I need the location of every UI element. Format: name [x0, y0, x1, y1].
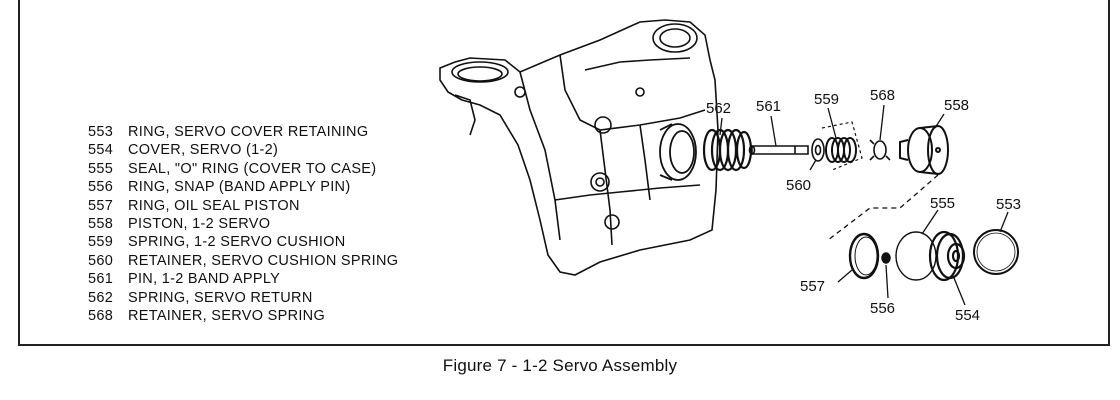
legend-number: 553 [88, 124, 114, 140]
servo-cushion-spring [821, 121, 863, 171]
callout-562: 562 [706, 100, 731, 117]
legend-number: 562 [88, 289, 114, 306]
callout-557: 557 [800, 278, 825, 295]
figure-caption: Figure 7 - 1-2 Servo Assembly [442, 356, 678, 375]
legend-number: 558 [88, 216, 114, 233]
legend-row-562: 562 SPRING, SERVO RETURN [88, 289, 398, 307]
legend-description: SEAL, "O" RING (COVER TO CASE) [128, 160, 377, 177]
legend-number: 561 [88, 271, 114, 288]
legend-description: RETAINER, SERVO SPRING [128, 308, 326, 325]
assembly-guide-line [827, 174, 939, 241]
legend-number: 568 [88, 308, 114, 325]
band-pin-snap-ring [881, 252, 891, 264]
legend-number: 560 [88, 252, 114, 269]
legend-description: SPRING, 1-2 SERVO CUSHION [128, 234, 346, 251]
servo-return-spring [702, 128, 753, 172]
legend-description: PIN, 1-2 BAND APPLY [128, 271, 281, 288]
legend-number: 559 [88, 234, 114, 251]
cushion-spring-retainer [811, 138, 825, 162]
band-apply-pin [748, 145, 809, 155]
legend-row-561: 561 PIN, 1-2 BAND APPLY [88, 270, 398, 288]
oil-seal-ring [848, 232, 880, 280]
legend-row-559: 559 SPRING, 1-2 SERVO CUSHION [88, 233, 398, 251]
callout-554: 554 [955, 307, 980, 324]
cover-retaining-ring [973, 229, 1019, 275]
callout-568: 568 [870, 87, 895, 104]
legend-description: RING, SNAP (BAND APPLY PIN) [128, 179, 351, 196]
legend-number: 554 [88, 142, 114, 159]
legend-row-554: 554 COVER, SERVO (1-2) [88, 141, 398, 159]
callout-561: 561 [756, 98, 781, 115]
servo-bore [659, 123, 697, 181]
legend-number: 555 [88, 160, 114, 177]
servo-spring-retainer [869, 139, 891, 161]
leader-lines [719, 104, 1009, 306]
legend-description: COVER, SERVO (1-2) [128, 142, 279, 159]
legend-row-568: 568 RETAINER, SERVO SPRING [88, 307, 398, 325]
parts-legend: 553 RING, SERVO COVER RETAINING 554 COVER,… [88, 123, 398, 325]
legend-row-556: 556 RING, SNAP (BAND APPLY PIN) [88, 178, 398, 196]
callout-560: 560 [786, 177, 811, 194]
legend-description: RETAINER, SERVO CUSHION SPRING [128, 252, 399, 269]
callout-556: 556 [870, 300, 895, 317]
legend-number: 556 [88, 179, 114, 196]
servo-cover [928, 230, 966, 282]
legend-row-553: 553 RING, SERVO COVER RETAINING [88, 123, 398, 141]
callout-559: 559 [814, 91, 839, 108]
callout-553: 553 [996, 196, 1021, 213]
figure-frame [18, 0, 1110, 346]
transmission-case [439, 19, 719, 276]
legend-description: PISTON, 1-2 SERVO [128, 216, 271, 233]
legend-description: RING, OIL SEAL PISTON [128, 197, 300, 214]
legend-row-558: 558 PISTON, 1-2 SERVO [88, 215, 398, 233]
legend-row-557: 557 RING, OIL SEAL PISTON [88, 197, 398, 215]
callout-558: 558 [944, 97, 969, 114]
legend-description: SPRING, SERVO RETURN [128, 289, 313, 306]
servo-piston [899, 125, 949, 175]
legend-number: 557 [88, 197, 114, 214]
legend-row-555: 555 SEAL, "O" RING (COVER TO CASE) [88, 160, 398, 178]
legend-description: RING, SERVO COVER RETAINING [128, 124, 369, 140]
legend-row-560: 560 RETAINER, SERVO CUSHION SPRING [88, 252, 398, 270]
callout-555: 555 [930, 195, 955, 212]
